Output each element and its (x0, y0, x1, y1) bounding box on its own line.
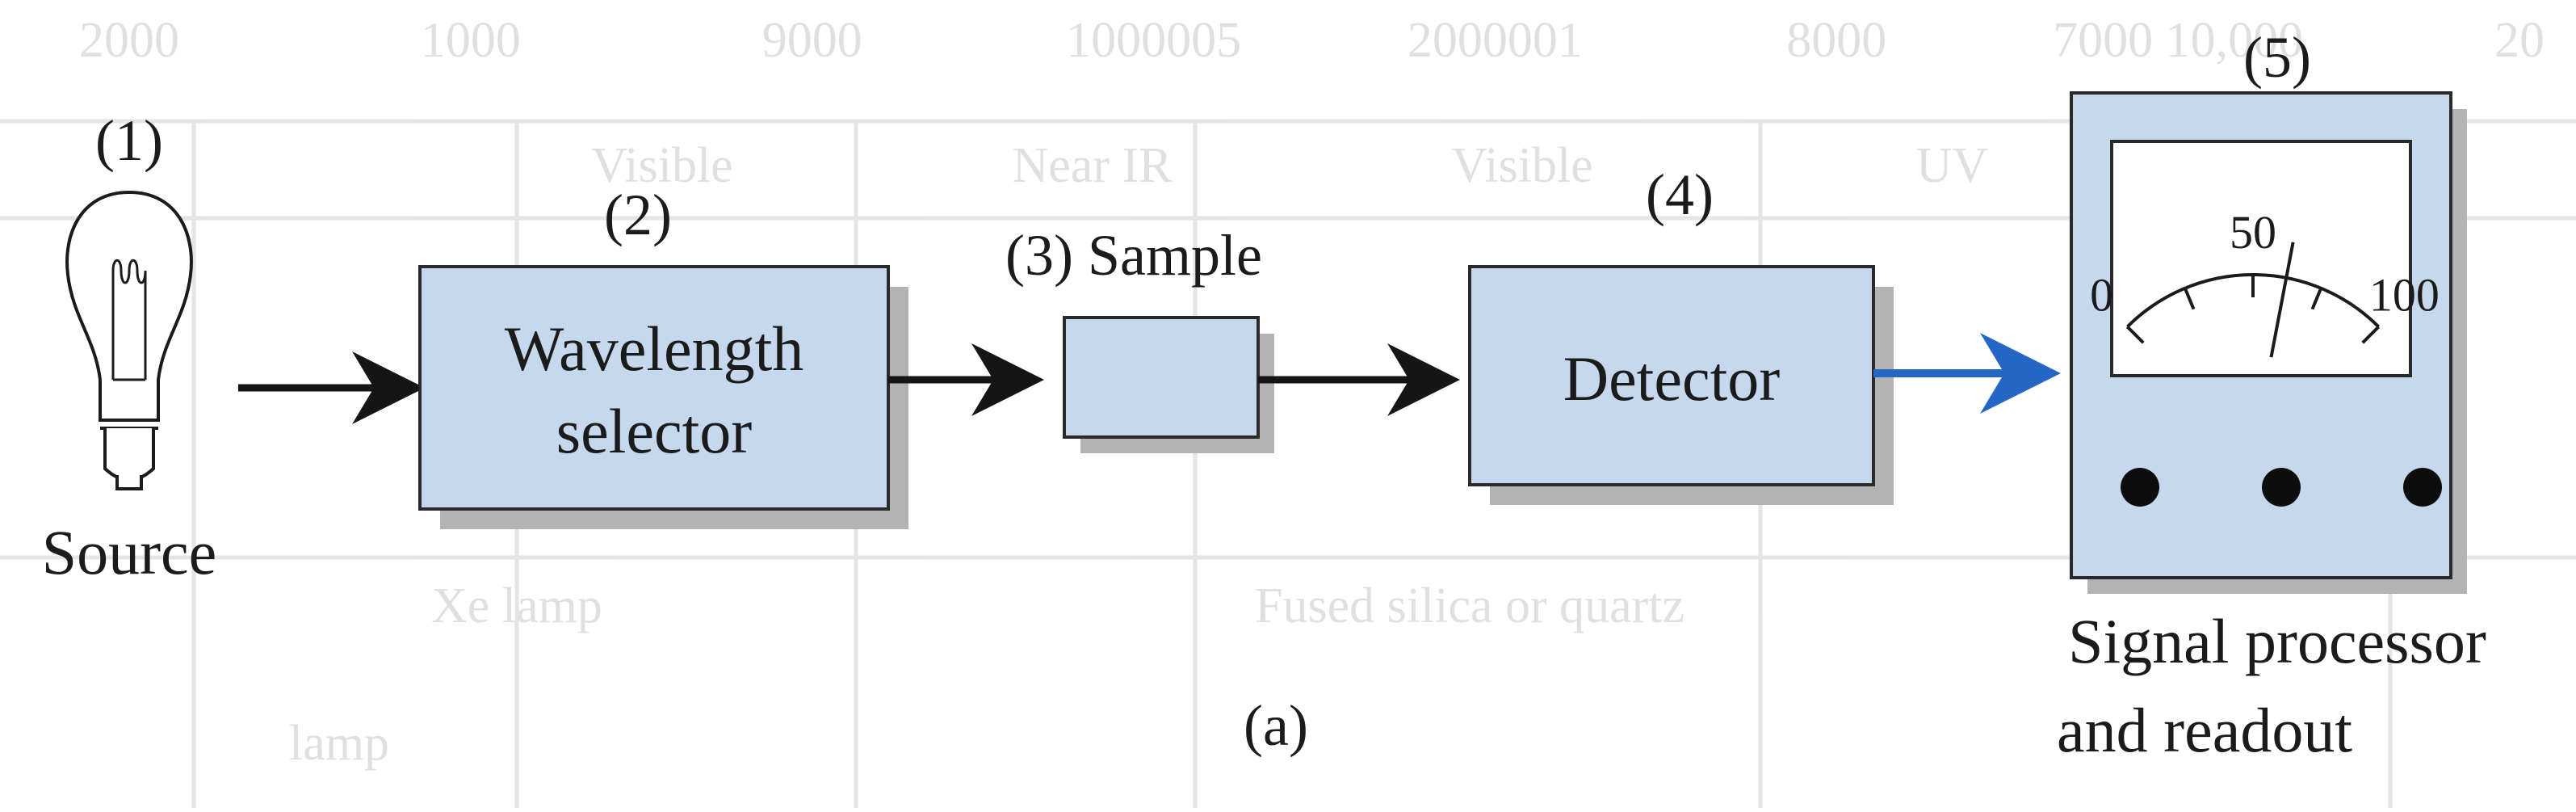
meter-buttons (2121, 468, 2442, 507)
ghost-text: 20 (2494, 13, 2545, 68)
ghost-text: 8000 (1786, 13, 1886, 68)
selector-number: (2) (604, 183, 672, 247)
meter-needle (2269, 242, 2295, 358)
meter-tick (2126, 326, 2145, 344)
readout-label-line1: Signal processor (2068, 606, 2486, 676)
figure-label: (a) (1244, 693, 1308, 758)
ghost-text: 7000 10,000 (2053, 13, 2303, 68)
detector-label: Detector (1563, 343, 1781, 414)
source-number: (1) (95, 108, 163, 173)
selector-label-line2: selector (556, 396, 753, 466)
ghost-text: Near IR (1013, 138, 1173, 193)
ghost-text: Visible (591, 138, 732, 193)
lightbulb-icon (65, 190, 193, 490)
readout-label-line2: and readout (2057, 695, 2352, 765)
sample-box (1063, 316, 1260, 439)
meter-button (2262, 468, 2301, 507)
meter-face (2110, 140, 2412, 377)
ghost-text: 2000 (79, 13, 179, 68)
meter-tick (2310, 287, 2323, 310)
ghost-text: Xe lamp (431, 578, 602, 633)
meter-scale-50: 50 (2230, 206, 2276, 259)
meter-tick (2183, 287, 2196, 310)
meter-ticks (2126, 275, 2380, 344)
meter-button (2121, 468, 2159, 507)
meter-scale-100: 100 (2369, 269, 2440, 322)
meter-button (2403, 468, 2442, 507)
ghost-top-row: 2000 1000 9000 1000005 2000001 8000 7000 10,00… (79, 13, 2545, 68)
ghost-mid-row: Xe lamp Fused silica or quartz (431, 578, 1684, 633)
ghost-text: 1000 (421, 13, 521, 68)
source-label: Source (42, 517, 217, 587)
detector-box (1468, 265, 1875, 486)
ghost-bottom-row: lamp (289, 716, 389, 771)
selector-label-line1: Wavelength (505, 313, 804, 384)
ghost-text: Visible (1451, 138, 1592, 193)
ghost-text: UV (1916, 138, 1989, 193)
detector-number: (4) (1646, 162, 1714, 227)
meter-tick (2361, 326, 2380, 344)
ghost-text: Fused silica or quartz (1255, 578, 1684, 633)
ghost-text: 1000005 (1066, 13, 1241, 68)
sample-label: (3) Sample (1005, 223, 1262, 288)
ghost-text: 9000 (762, 13, 862, 68)
readout-number: (5) (2243, 25, 2311, 90)
meter-scale-0: 0 (2090, 269, 2113, 322)
ghost-text: lamp (289, 716, 389, 771)
wavelength-selector-box (418, 265, 890, 511)
ghost-text: 2000001 (1408, 13, 1583, 68)
